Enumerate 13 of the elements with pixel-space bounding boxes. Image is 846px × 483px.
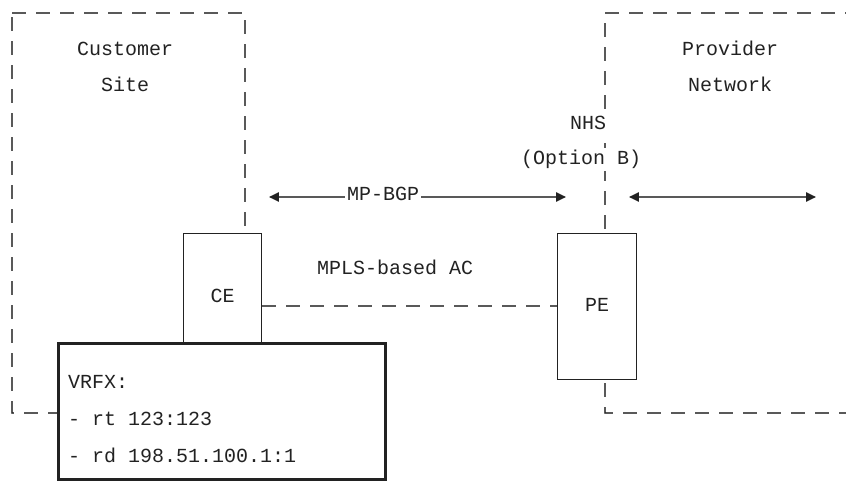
region-label: Provider Network — [680, 38, 779, 100]
double-arrow — [629, 192, 816, 202]
pe-router-box — [557, 233, 637, 380]
vrf-config-box — [57, 342, 387, 481]
dashed-connector — [262, 305, 557, 307]
device-label: PE — [584, 295, 609, 318]
device-label: CE — [210, 286, 234, 309]
config-line: - rt 123:123 — [68, 408, 214, 434]
region-label: Customer Site — [76, 38, 174, 100]
nhs-label: NHS — [570, 113, 606, 136]
config-line: - rd 198.51.100.1:1 — [68, 445, 298, 471]
ce-router-box — [183, 233, 262, 343]
config-line: VRFX: — [68, 371, 130, 397]
